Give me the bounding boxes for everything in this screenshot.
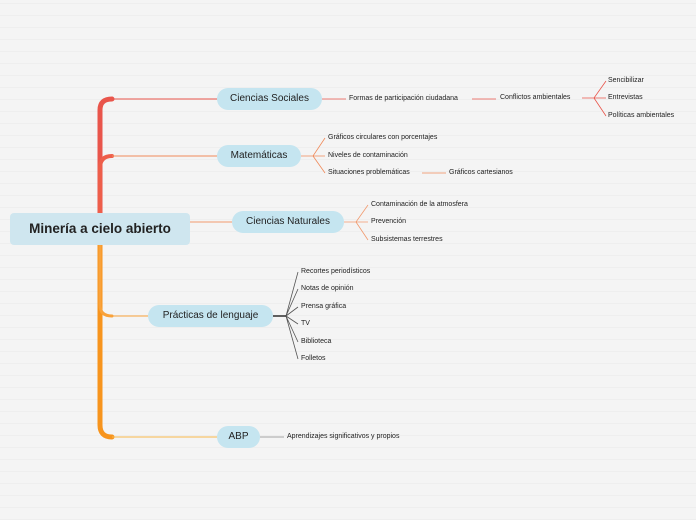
topic-abp[interactable]: ABP: [217, 426, 260, 448]
subtopic-entrevistas[interactable]: Entrevistas: [608, 94, 643, 101]
subtopic-situaciones-problematicas[interactable]: Situaciones problemáticas: [328, 169, 410, 176]
subtopic-formas-participacion[interactable]: Formas de participación ciudadana: [349, 95, 458, 102]
subtopic-recortes-periodisticos[interactable]: Recortes periodísticos: [301, 268, 371, 275]
trunk-line: [97, 96, 115, 216]
topic-ciencias-sociales[interactable]: Ciencias Sociales: [217, 88, 322, 110]
subtopic-contaminacion-atmosfera[interactable]: Contaminación de la atmosfera: [371, 201, 468, 208]
subtopic-niveles-contaminacion[interactable]: Niveles de contaminación: [328, 152, 408, 159]
topic-ciencias-naturales[interactable]: Ciencias Naturales: [232, 211, 344, 233]
subtopic-politicas-ambientales[interactable]: Políticas ambientales: [608, 112, 675, 119]
subtopic-graficos-circulares[interactable]: Gráficos circulares con porcentajes: [328, 134, 438, 141]
subtopic-graficos-cartesianos[interactable]: Gráficos cartesianos: [449, 169, 513, 176]
root-topic[interactable]: Minería a cielo abierto: [10, 213, 190, 245]
subtopic-notas-de-opinion[interactable]: Notas de opinión: [301, 285, 354, 292]
subtopic-prensa-grafica[interactable]: Prensa gráfica: [301, 303, 347, 310]
subtopic-prevencion[interactable]: Prevención: [371, 218, 407, 225]
branch-line: [582, 80, 607, 117]
subtopic-biblioteca[interactable]: Biblioteca: [301, 338, 332, 345]
subtopic-aprendizajes-significativos[interactable]: Aprendizajes significativos y propios: [287, 433, 400, 440]
trunk-line: [97, 242, 115, 440]
branch-line: [301, 137, 326, 174]
subtopic-conflictos-ambientales[interactable]: Conflictos ambientales: [500, 94, 571, 101]
subtopic-folletos[interactable]: Folletos: [301, 355, 326, 362]
subtopic-sencibilizar[interactable]: Sencibilizar: [608, 77, 644, 84]
topic-practicas-de-lenguaje[interactable]: Prácticas de lenguaje: [148, 305, 273, 327]
topic-matematicas[interactable]: Matemáticas: [217, 145, 301, 167]
branch-line: [344, 204, 369, 241]
trunk-line: [98, 243, 114, 318]
subtopic-subsistemas-terrestres[interactable]: Subsistemas terrestres: [371, 236, 443, 243]
trunk-line: [98, 154, 114, 215]
subtopic-tv[interactable]: TV: [301, 320, 310, 327]
